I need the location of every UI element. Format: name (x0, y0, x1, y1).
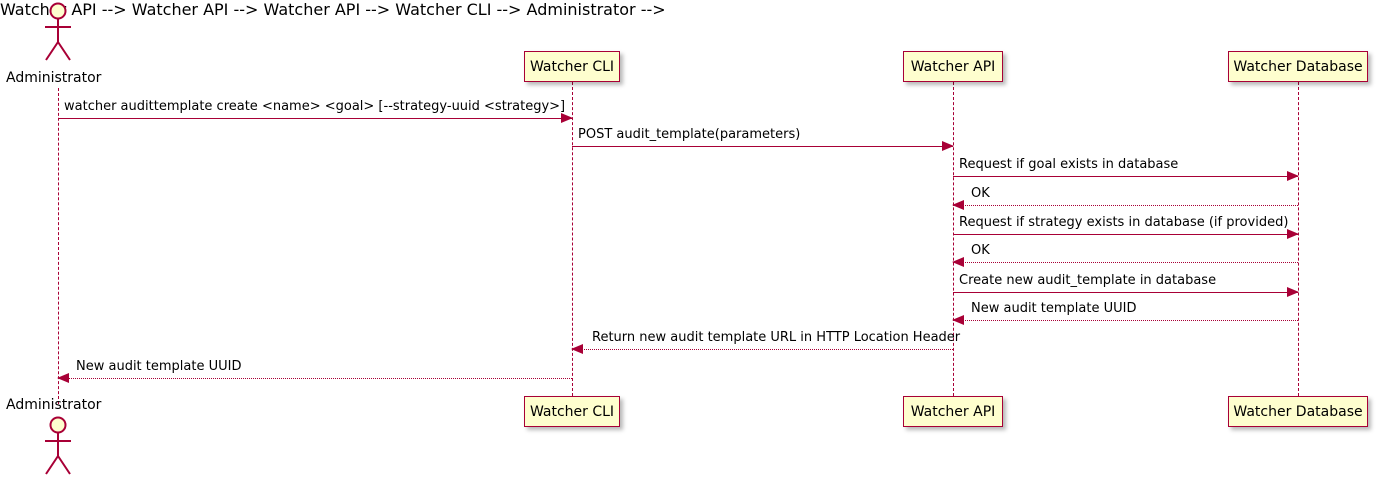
participant-watcher-cli-bottom[interactable]: Watcher CLI (524, 396, 620, 427)
actor-administrator-bottom (38, 416, 78, 478)
message-3-arrowhead (1287, 170, 1299, 181)
message-5-line (953, 234, 1298, 235)
message-5-label: Request if strategy exists in database (… (959, 215, 1289, 230)
participant-label-watcher-database-bottom: Watcher Database (1233, 403, 1363, 420)
message-4-arrowhead (952, 199, 964, 210)
message-2-arrowhead (942, 140, 954, 151)
message-9-label: Return new audit template URL in HTTP Lo… (592, 330, 961, 345)
message-6-arrowhead (952, 256, 964, 267)
message-2-line (572, 146, 953, 147)
participant-label-watcher-api-bottom: Watcher API (910, 403, 996, 420)
message-9-arrowhead (571, 343, 583, 354)
participant-watcher-database-top[interactable]: Watcher Database (1228, 51, 1368, 82)
participant-label-watcher-cli-top: Watcher CLI (529, 58, 615, 75)
participant-label-administrator-bottom: Administrator (6, 397, 102, 413)
message-3-line (953, 176, 1298, 177)
message-4-line (953, 205, 1298, 206)
participant-label-watcher-database-top: Watcher Database (1233, 58, 1363, 75)
message-5-arrowhead (1287, 228, 1299, 239)
message-7-label: Create new audit_template in database (959, 273, 1217, 288)
message-1-label: watcher audittemplate create <name> <goa… (64, 99, 566, 114)
message-10-label: New audit template UUID (76, 359, 242, 374)
participant-label-administrator-top: Administrator (6, 70, 102, 86)
participant-label-watcher-api-top: Watcher API (910, 58, 996, 75)
lifeline-watcher-cli (572, 82, 573, 396)
message-8-line (953, 320, 1298, 321)
participant-watcher-cli-top[interactable]: Watcher CLI (524, 51, 620, 82)
actor-icon (45, 416, 71, 475)
message-6-label: OK (971, 243, 990, 258)
lifeline-administrator (58, 88, 59, 404)
message-7-line (953, 292, 1298, 293)
message-8-label: New audit template UUID (971, 301, 1137, 316)
message-4-label: OK (971, 186, 990, 201)
message-9-line (572, 349, 953, 350)
participant-watcher-api-top[interactable]: Watcher API (903, 51, 1003, 82)
message-1-line (58, 118, 572, 119)
message-3-label: Request if goal exists in database (959, 157, 1179, 172)
message-7-arrowhead (1287, 286, 1299, 297)
message-1-arrowhead (561, 112, 573, 123)
participant-watcher-database-bottom[interactable]: Watcher Database (1228, 396, 1368, 427)
participant-label-watcher-cli-bottom: Watcher CLI (529, 403, 615, 420)
actor-administrator-top (38, 2, 78, 64)
message-8-arrowhead (952, 314, 964, 325)
message-10-line (58, 378, 572, 379)
message-10-arrowhead (57, 372, 69, 383)
lifeline-watcher-api (953, 82, 954, 396)
actor-icon (45, 2, 71, 61)
participant-watcher-api-bottom[interactable]: Watcher API (903, 396, 1003, 427)
message-6-line (953, 262, 1298, 263)
message-2-label: POST audit_template(parameters) (578, 127, 801, 142)
lifeline-watcher-database (1298, 82, 1299, 396)
